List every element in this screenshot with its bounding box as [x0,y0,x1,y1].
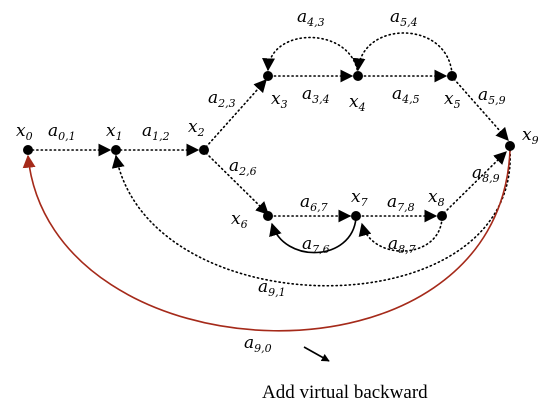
node-x5 [447,71,457,81]
annotation-text: Add virtual backward [262,382,428,403]
label-x8: x8 [428,187,445,209]
label-a67: a6,7 [300,192,328,214]
label-a59: a5,9 [478,85,506,107]
node-x6 [263,211,273,221]
node-x0 [23,145,33,155]
label-x3: x3 [271,89,288,111]
label-x1: x1 [106,121,123,143]
edge-a89 [443,151,507,214]
label-a91: a9,1 [258,277,286,299]
edge-a90 [22,149,511,332]
label-x4: x4 [349,92,366,114]
edge-a26 [205,152,269,215]
node-x2 [199,145,209,155]
label-a89: a8,9 [472,163,500,185]
label-x9: x9 [522,125,539,147]
edge-a87 [358,217,443,252]
node-x1 [111,145,121,155]
label-x6: x6 [231,209,248,231]
label-a54: a5,4 [390,7,418,29]
label-a45: a4,5 [392,84,420,106]
node-x8 [437,211,447,221]
annotation-pointer [303,346,330,362]
node-x7 [351,211,361,221]
label-x2: x2 [188,117,205,139]
edge-a54 [352,32,453,75]
edge-a76 [269,217,357,254]
label-a87: a8,7 [388,234,416,256]
edge-a59 [453,78,509,141]
edge-a23 [205,79,267,148]
label-a43: a4,3 [297,7,325,29]
edge-a43 [262,36,359,75]
node-x3 [263,71,273,81]
label-x7: x7 [351,187,368,209]
label-a23: a2,3 [208,88,236,110]
node-x9 [505,141,515,151]
label-x0: x0 [16,121,33,143]
label-a12: a1,2 [142,121,170,143]
label-x5: x5 [444,89,461,111]
label-a90: a9,0 [244,333,272,355]
label-a78: a7,8 [387,192,415,214]
label-a01: a0,1 [48,121,76,143]
node-x4 [353,71,363,81]
label-a26: a2,6 [229,156,257,178]
edge-a91 [111,149,511,287]
label-a76: a7,6 [302,234,330,256]
label-a34: a3,4 [302,84,330,106]
